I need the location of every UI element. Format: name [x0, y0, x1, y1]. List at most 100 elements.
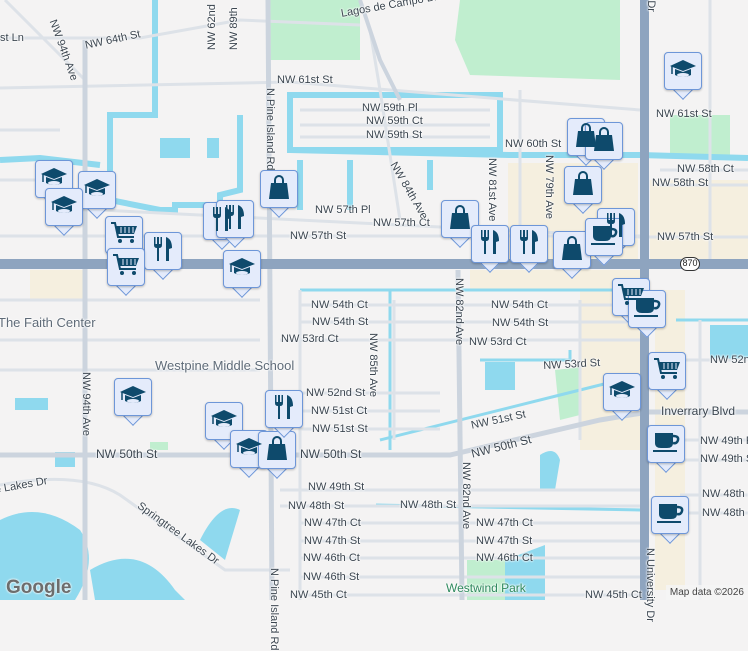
street-label: N University Dr	[644, 548, 656, 622]
school-marker[interactable]	[223, 250, 261, 298]
street-label: NW 57th Pl	[315, 204, 371, 216]
school-icon	[119, 384, 147, 411]
restaurant-marker[interactable]	[510, 225, 548, 273]
grocery-marker[interactable]	[105, 216, 143, 264]
school-icon	[228, 256, 256, 283]
cafe-marker[interactable]	[585, 218, 623, 266]
school-marker[interactable]	[205, 402, 243, 450]
poi-label-westpine: Westpine Middle School	[155, 358, 295, 373]
street-label: NW 51st St	[312, 423, 368, 435]
street-label: NW 62nd	[206, 4, 218, 50]
shopping-marker[interactable]	[553, 231, 591, 279]
shopping-icon	[268, 174, 290, 205]
street-label: NW 85th Ave	[367, 333, 379, 397]
street-label: NW 57th St	[657, 231, 714, 243]
shopping-marker[interactable]	[564, 166, 602, 214]
street-label: NW 54th Ct	[311, 299, 368, 311]
street-label: NW 47th St	[476, 535, 533, 547]
school-icon	[210, 408, 238, 435]
shopping-icon	[266, 435, 288, 466]
cafe-marker[interactable]	[647, 425, 685, 473]
grocery-marker[interactable]	[648, 352, 686, 400]
street-label: NW 89th	[228, 7, 240, 50]
street-label: NW 54th St	[312, 316, 369, 328]
grocery-icon	[110, 221, 138, 250]
google-logo: Google	[6, 577, 72, 598]
restaurant-icon	[518, 229, 540, 260]
school-marker[interactable]	[114, 378, 152, 426]
street-label: NW 50th St	[96, 447, 158, 461]
arterial-roads	[0, 0, 748, 600]
street-label: NW 79th Ave	[543, 155, 555, 219]
street-label: NW 57th Ct	[373, 217, 430, 229]
cafe-icon	[652, 431, 680, 458]
street-label: NW 59th Pl	[362, 102, 418, 114]
street-label: NW 49th St	[700, 453, 748, 465]
street-label: NW 53rd Ct	[281, 333, 339, 345]
street-label: NW 50th St	[300, 447, 362, 461]
restaurant-icon	[605, 212, 627, 243]
school-marker[interactable]	[664, 52, 702, 100]
street-label: NW 48th St	[400, 499, 457, 511]
street-label: NW 49th St	[308, 481, 365, 493]
street-label: NW 61st St	[656, 108, 712, 120]
route-870-shield: 870	[680, 257, 700, 271]
street-label: NW 46th Ct	[303, 552, 360, 564]
street-label: NW 47th Ct	[304, 517, 361, 529]
restaurant-icon	[273, 394, 295, 425]
school-icon	[50, 194, 78, 221]
street-label: NW 48th St	[702, 507, 748, 519]
restaurant-icon	[224, 204, 246, 235]
cafe-marker[interactable]	[651, 496, 689, 544]
street-label: NW 48th Pl	[702, 488, 748, 500]
restaurant-icon	[479, 229, 501, 260]
shopping-marker[interactable]	[260, 170, 298, 218]
street-label: NW 47th St	[304, 535, 361, 547]
cafe-icon	[590, 224, 618, 251]
street-label: NW 82nd Ave	[453, 278, 465, 346]
grocery-marker[interactable]	[107, 248, 145, 296]
cafe-marker[interactable]	[628, 290, 666, 338]
park-label: Westwind Park	[446, 581, 526, 595]
shopping-marker[interactable]	[585, 122, 623, 170]
cafe-icon	[633, 296, 661, 323]
shopping-icon	[449, 204, 471, 235]
restaurant-marker[interactable]	[144, 232, 182, 280]
cafe-icon	[656, 502, 684, 529]
school-marker[interactable]	[603, 373, 641, 421]
street-label: NW 57th St	[290, 230, 347, 242]
street-label: NW 59th Ct	[366, 115, 423, 127]
school-marker[interactable]	[35, 160, 73, 208]
shopping-marker[interactable]	[258, 431, 296, 479]
restaurant-marker[interactable]	[471, 225, 509, 273]
school-marker[interactable]	[45, 188, 83, 236]
restaurant-marker[interactable]	[265, 390, 303, 438]
street-label: NW 54th St	[492, 317, 549, 329]
park-areas	[150, 0, 730, 600]
street-label: Inverrary Blvd	[661, 404, 736, 418]
street-label: st Ln	[0, 32, 24, 44]
street-label: NW 58th Ct	[677, 163, 734, 175]
street-label: NW 48th St	[288, 500, 345, 512]
street-label: NW 53rd Ct	[469, 336, 527, 348]
street-label: NW 94th Ave	[80, 372, 92, 436]
school-icon	[608, 379, 636, 406]
street-label: NW 59th St	[366, 129, 423, 141]
street-label: N Pine Island Rd	[268, 568, 280, 651]
street-label: NW 58th St	[652, 177, 709, 189]
street-label: NW 81st Ave	[486, 158, 498, 222]
canals	[0, 0, 748, 512]
shopping-icon	[593, 126, 615, 157]
school-marker[interactable]	[78, 171, 116, 219]
street-label: NW 46th Ct	[476, 552, 533, 564]
street-label: NW 60th St	[505, 138, 562, 150]
school-icon	[235, 436, 263, 463]
local-roads	[0, 0, 748, 600]
poi-label: The Faith Center	[0, 315, 96, 330]
map-attribution[interactable]: Map data ©2026	[665, 585, 748, 600]
shopping-icon	[561, 235, 583, 266]
street-label: NW 61st St	[277, 74, 333, 86]
street-label: NW 49th Pl	[700, 435, 748, 447]
shopping-icon	[572, 170, 594, 201]
street-label: NW 52nd St	[306, 387, 366, 399]
